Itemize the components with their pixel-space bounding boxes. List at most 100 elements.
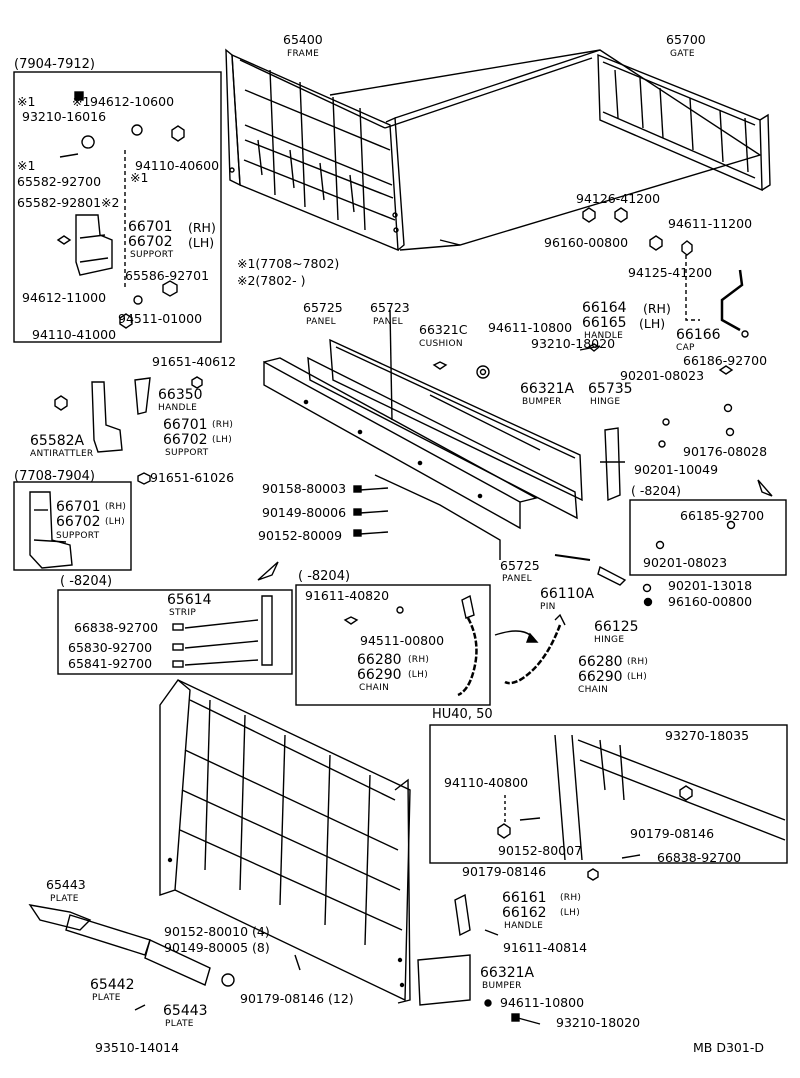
part-label: 90179-08146: [462, 864, 547, 879]
part-label: 65723: [370, 300, 410, 315]
gate-part-name: GATE: [670, 49, 695, 59]
hu-header: HU40, 50: [432, 707, 493, 722]
part-label: 90179-08146 (12): [240, 991, 354, 1006]
part-label: 90149-80005 (8): [164, 940, 270, 955]
part-label: 65830-92700: [68, 640, 153, 655]
part-label: 66125: [594, 619, 639, 635]
box-7708-header: (7708-7904): [14, 469, 96, 484]
diagram-code: MB D301-D: [693, 1040, 764, 1055]
hu-drawing: [497, 734, 786, 881]
part-label: 66162: [502, 905, 547, 921]
part-name: STRIP: [169, 608, 197, 618]
part-label: 66321C: [419, 322, 468, 337]
side-label: (RH): [560, 893, 582, 903]
part-name: CUSHION: [419, 339, 463, 349]
part-label: 90201-10049: [634, 462, 719, 477]
part-label: 94125-41200: [628, 265, 713, 280]
frame-part-number: 65400: [283, 32, 323, 47]
part-label: 65735: [588, 381, 633, 397]
part-label: 66702: [56, 514, 101, 530]
part-name: PANEL: [306, 317, 336, 327]
part-name: ANTIRATTLER: [30, 449, 94, 459]
ref-note: ※1: [17, 94, 36, 109]
part-label: 66290: [357, 667, 402, 683]
part-label: 93210-18020: [531, 336, 616, 351]
part-label: 66350: [158, 387, 203, 403]
part-label: 91611-40820: [305, 588, 390, 603]
part-label: 93510-14014: [95, 1040, 180, 1055]
part-label: 90158-80003: [262, 481, 347, 496]
part-name: HINGE: [594, 635, 625, 645]
part-label: 93210-18020: [556, 1015, 641, 1030]
part-name: SUPPORT: [165, 448, 209, 458]
part-label: 65725: [303, 300, 343, 315]
part-label: 66702: [163, 432, 208, 448]
box-right-8204: [629, 499, 787, 576]
box-hu40-50: [429, 724, 788, 864]
part-label: 94126-41200: [576, 191, 661, 206]
part-label: 94511-01000: [118, 311, 203, 326]
part-label: 90149-80006: [262, 505, 347, 520]
frame-part-name: FRAME: [287, 49, 320, 59]
part-name: CAP: [676, 343, 695, 353]
part-label: 65841-92700: [68, 656, 153, 671]
arrow-up-right: [757, 479, 773, 497]
part-name: CHAIN: [359, 683, 390, 693]
part-label: 94612-11000: [22, 290, 107, 305]
part-label: 66321A: [520, 381, 575, 397]
note-2: ※2(7802- ): [237, 273, 306, 288]
part-name: PLATE: [165, 1019, 194, 1029]
part-label: 96160-00800: [668, 594, 753, 609]
part-label: 90201-13018: [668, 578, 753, 593]
part-label: 65725: [500, 558, 540, 573]
side-label: (RH): [212, 420, 234, 430]
range-label: ( -8204): [298, 569, 351, 584]
side-label: (LH): [212, 435, 233, 445]
side-label: (RH): [188, 220, 216, 235]
floor-plates: [28, 904, 301, 1011]
pin-hinge-drawing: [554, 554, 653, 607]
side-label: (LH): [188, 235, 215, 250]
part-label: 91611-40814: [503, 940, 588, 955]
part-name: PANEL: [373, 317, 403, 327]
part-label: 90176-08028: [683, 444, 768, 459]
part-label: 90152-80010 (4): [164, 924, 270, 939]
bolts: [353, 485, 389, 537]
handle-parts: [54, 376, 203, 485]
box-7904-header: (7904-7912): [14, 57, 96, 72]
bottom-fasteners: [484, 999, 541, 1025]
gate-drawing: [597, 53, 771, 192]
part-label: 66701: [56, 499, 101, 515]
ref-note: ※1: [130, 170, 149, 185]
part-label: 94110-40800: [444, 775, 529, 790]
part-label: 66838-92700: [74, 620, 159, 635]
part-label: 93210-16016: [22, 109, 107, 124]
part-label: 65582-92801※2: [17, 195, 120, 210]
side-label: (LH): [408, 670, 429, 680]
frame-drawing: [225, 48, 762, 252]
part-name: HINGE: [590, 397, 621, 407]
part-label: 90201-08023: [620, 368, 705, 383]
part-label: 90201-08023: [643, 555, 728, 570]
part-label: 94611-10800: [500, 995, 585, 1010]
part-name: HANDLE: [584, 331, 624, 341]
part-label: 65586-92701: [125, 268, 210, 283]
part-name: SUPPORT: [130, 250, 174, 260]
box-7904-7912: [13, 71, 222, 343]
note-1: ※1(7708~7802): [237, 256, 340, 271]
side-panels: [263, 309, 583, 560]
gate-part-number: 65700: [666, 32, 706, 47]
part-label: 65614: [167, 592, 212, 608]
box-7708-7904: [13, 481, 132, 571]
box-7904-parts: [56, 91, 185, 329]
part-name: PLATE: [50, 894, 79, 904]
strip-drawing: [172, 595, 273, 668]
support-drawing: [29, 491, 73, 569]
part-name: PANEL: [502, 574, 532, 584]
part-label: 66166: [676, 327, 721, 343]
side-label: (RH): [643, 301, 671, 316]
part-label: 66702: [128, 234, 173, 250]
part-label: 93270-18035: [665, 728, 750, 743]
part-name: CHAIN: [578, 685, 609, 695]
